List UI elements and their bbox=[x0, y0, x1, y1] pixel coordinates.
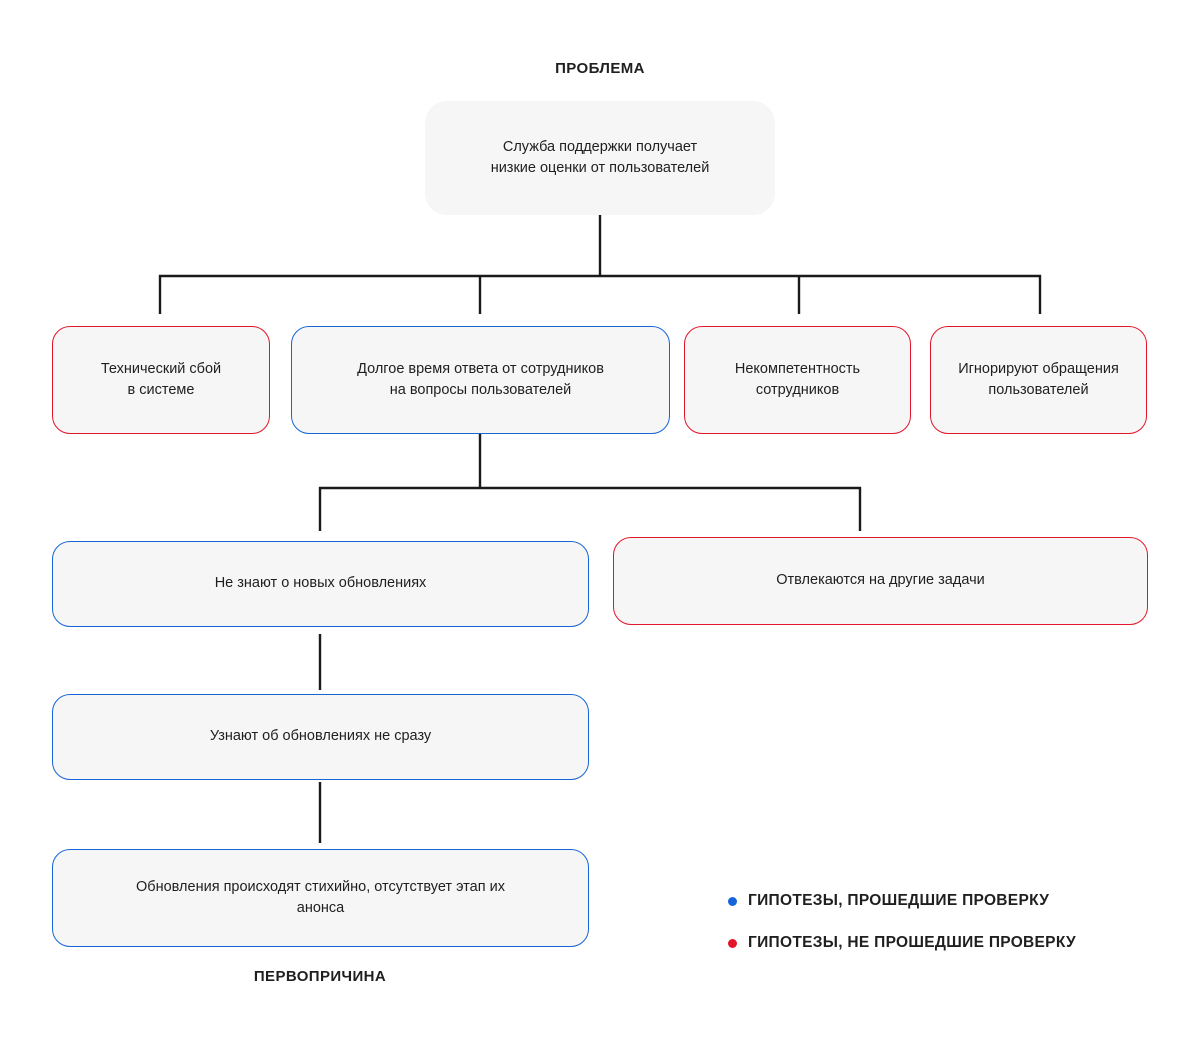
red-dot-icon bbox=[728, 938, 737, 948]
legend-label-unverified: ГИПОТЕЗЫ, НЕ ПРОШЕДШИЕ ПРОВЕРКУ bbox=[748, 934, 1076, 951]
node-incompetence: Некомпетентность сотрудников bbox=[684, 326, 911, 434]
page-title-root-cause: ПЕРВОПРИЧИНА bbox=[253, 968, 387, 985]
legend-item-unverified: ГИПОТЕЗЫ, НЕ ПРОШЕДШИЕ ПРОВЕРКУ bbox=[728, 928, 1076, 958]
legend-item-verified: ГИПОТЕЗЫ, ПРОШЕДШИЕ ПРОВЕРКУ bbox=[728, 886, 1076, 916]
node-late-awareness: Узнают об обновлениях не сразу bbox=[52, 694, 589, 780]
node-tech-failure: Технический сбой в системе bbox=[52, 326, 270, 434]
node-ignoring: Игнорируют обращения пользователей bbox=[930, 326, 1147, 434]
node-problem: Служба поддержки получает низкие оценки … bbox=[425, 101, 775, 215]
legend-label-verified: ГИПОТЕЗЫ, ПРОШЕДШИЕ ПРОВЕРКУ bbox=[748, 892, 1050, 909]
blue-dot-icon bbox=[728, 896, 737, 906]
node-root-cause: Обновления происходят стихийно, отсутств… bbox=[52, 849, 589, 947]
node-long-response: Долгое время ответа от сотрудников на во… bbox=[291, 326, 670, 434]
legend: ГИПОТЕЗЫ, ПРОШЕДШИЕ ПРОВЕРКУ ГИПОТЕЗЫ, Н… bbox=[728, 886, 1076, 970]
node-unaware-updates: Не знают о новых обновлениях bbox=[52, 541, 589, 627]
page-title-problem: ПРОБЛЕМА bbox=[555, 60, 645, 77]
node-distracted: Отвлекаются на другие задачи bbox=[613, 537, 1148, 625]
